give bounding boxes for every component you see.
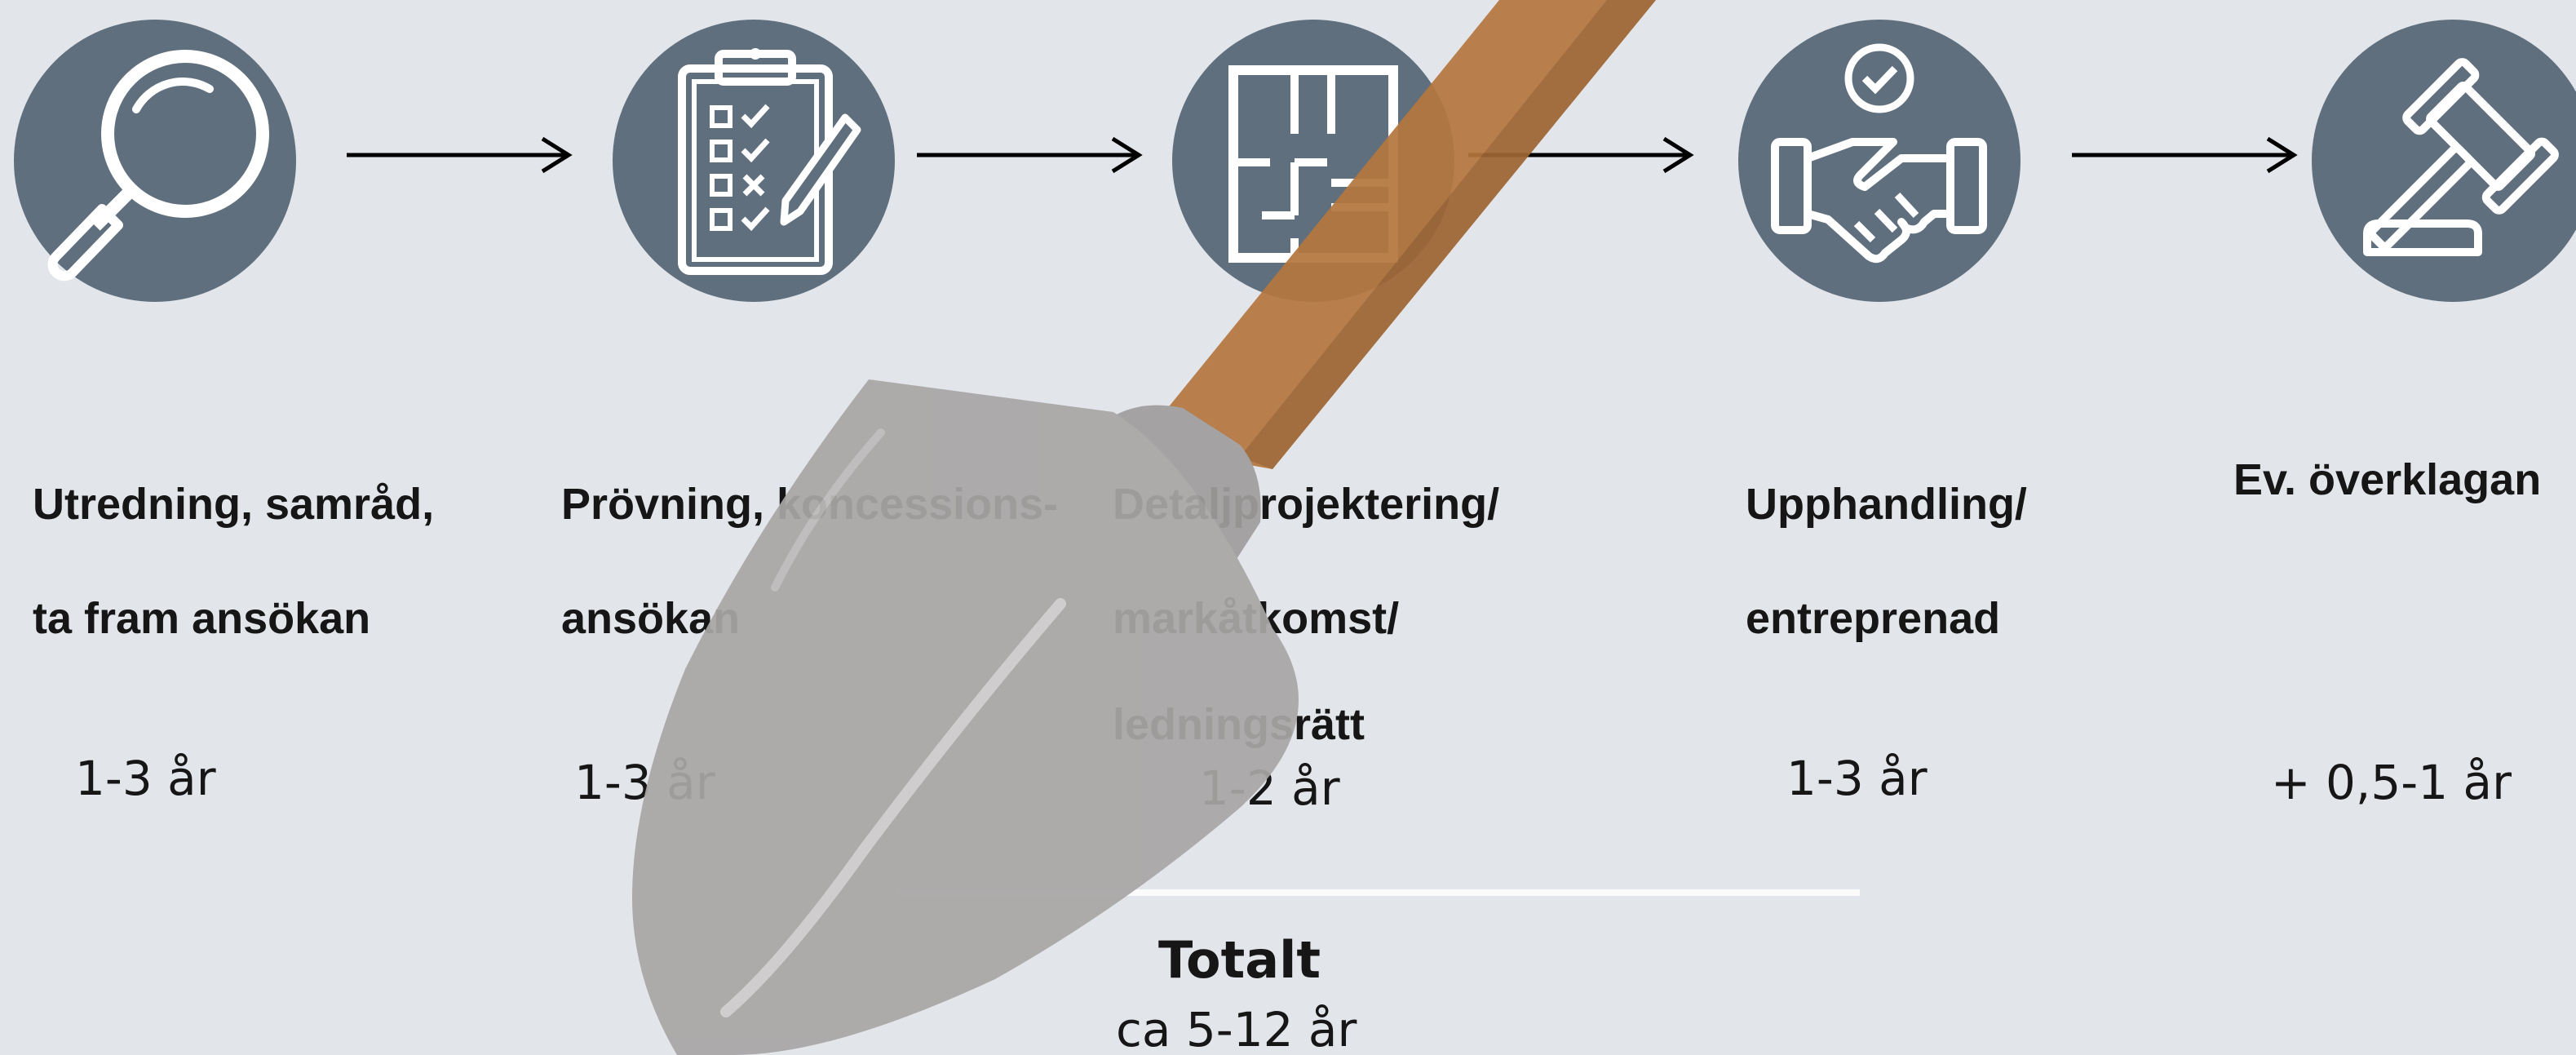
total-label: Totalt: [1158, 930, 1321, 990]
clipboard-checklist-icon: [678, 48, 861, 275]
handshake-icon: [1771, 43, 1987, 264]
step-1-title-line: ta fram ansökan: [33, 594, 371, 643]
step-1-title-line: Utredning, samråd,: [33, 480, 435, 529]
gavel-icon: [2363, 58, 2559, 256]
arrow-right-icon: [347, 136, 573, 174]
step-5-circle: [2312, 20, 2576, 302]
step-2-duration: 1-3 år: [574, 755, 715, 810]
step-4-duration: 1-3 år: [1786, 751, 1928, 806]
step-5-duration: + 0,5-1 år: [2271, 755, 2512, 810]
step-2-circle: [613, 20, 895, 302]
step-3-title-line: markåtkomst/: [1113, 594, 1400, 643]
step-4-circle: [1738, 20, 2021, 302]
step-3-title-line: ledningsrätt: [1113, 700, 1365, 749]
step-5-title: Ev. överklagan: [2233, 423, 2541, 537]
floor-plan-icon: [1228, 65, 1398, 263]
step-1-circle: [14, 20, 296, 302]
total-divider: [897, 889, 1860, 896]
step-5-title-line: Ev. överklagan: [2233, 455, 2542, 504]
step-4-title-line: Upphandling/: [1746, 480, 2027, 529]
step-3-title: Detaljprojektering/ markåtkomst/ ledning…: [1113, 447, 1499, 774]
arrow-right-icon: [2072, 136, 2298, 174]
magnifier-icon: [47, 50, 269, 281]
arrow-right-icon: [1468, 136, 1694, 174]
arrow-right-icon: [917, 136, 1143, 174]
step-3-duration: 1-2 år: [1199, 760, 1340, 816]
step-1-duration: 1-3 år: [75, 751, 216, 806]
step-3-title-line: Detaljprojektering/: [1113, 480, 1500, 529]
step-4-title-line: entreprenad: [1746, 594, 2001, 643]
total-value: ca 5-12 år: [1116, 1002, 1357, 1055]
step-2-title: Prövning, koncessions- ansökan: [561, 447, 1058, 676]
step-1-title: Utredning, samråd, ta fram ansökan: [33, 447, 434, 676]
step-2-title-line: Prövning, koncessions-: [561, 480, 1059, 529]
step-4-title: Upphandling/ entreprenad: [1746, 447, 2027, 676]
step-2-title-line: ansökan: [561, 594, 741, 643]
step-3-circle: [1172, 20, 1454, 302]
